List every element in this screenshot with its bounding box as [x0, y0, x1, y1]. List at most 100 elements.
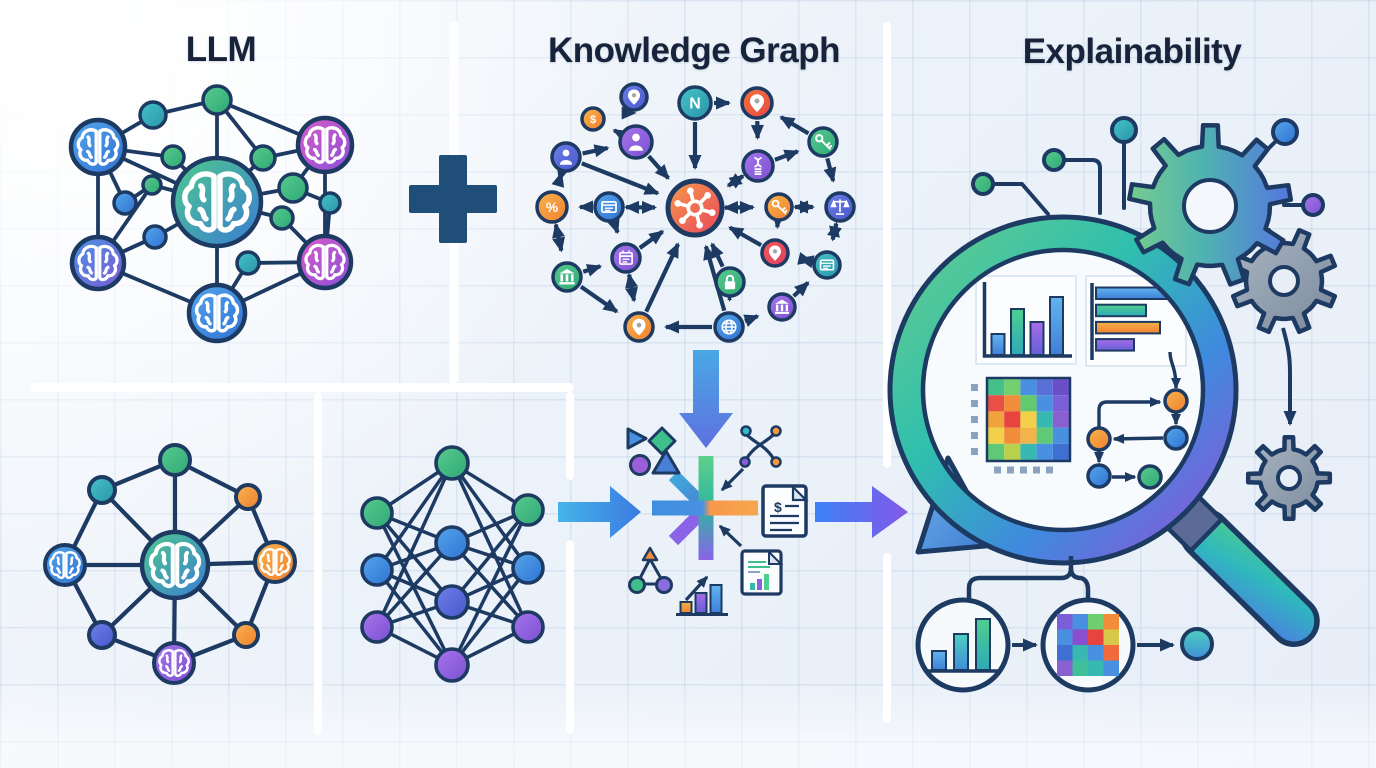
- kg-arrow: [827, 221, 842, 242]
- kg-arrow: [710, 242, 725, 268]
- heatmap-cell: [1088, 614, 1104, 630]
- heatmap-border: [985, 376, 1072, 463]
- right-arrow-icon: [558, 486, 641, 538]
- network-node: [160, 144, 186, 170]
- section-divider-lines: [30, 22, 891, 735]
- bar: [1010, 308, 1025, 356]
- flowchart-node: [1086, 426, 1112, 452]
- section-title-knowledge-graph: Knowledge Graph: [548, 31, 840, 70]
- kg-arrow: [582, 144, 610, 158]
- network-node: [360, 610, 394, 644]
- network-node: [234, 483, 262, 511]
- heatmap-tick: [971, 416, 978, 423]
- summary-connector: [966, 556, 1091, 599]
- heatmap-cell: [1072, 629, 1088, 645]
- kg-node-calendar: [610, 242, 642, 274]
- gear-hole: [1268, 265, 1300, 297]
- heatmap-cell: [1004, 427, 1021, 444]
- heatmap-cell: [1088, 629, 1104, 645]
- kg-node-card: [812, 250, 842, 280]
- lens-flowchart-nodes: [1086, 388, 1189, 490]
- heatmap-cell: [1020, 443, 1037, 460]
- heatmap-tick: [1020, 466, 1027, 474]
- heatmap-tick: [971, 432, 978, 439]
- explainability-scene: [887, 116, 1338, 693]
- bar: [1095, 320, 1161, 335]
- kg-arrow: [581, 161, 660, 196]
- summary-heatmap: [1057, 614, 1119, 676]
- inflow-arrow: [718, 524, 743, 548]
- heatmap-cell: [1020, 379, 1037, 396]
- kg-arrow: [743, 314, 760, 327]
- network-node: [87, 620, 117, 650]
- circuit-dot: [1301, 193, 1325, 217]
- heatmap-tick: [1007, 466, 1014, 474]
- network-node: [138, 100, 168, 130]
- heatmap-cell: [988, 379, 1005, 396]
- bar: [1095, 338, 1135, 352]
- heatmap-tick: [994, 466, 1001, 474]
- llm-network-graphic: [68, 84, 355, 344]
- bar: [1049, 296, 1064, 356]
- bar: [1095, 303, 1147, 318]
- network-edge: [375, 541, 454, 629]
- magnifier-rim: [890, 217, 1236, 563]
- section-title-llm: LLM: [185, 30, 257, 69]
- network-node: [142, 224, 168, 250]
- kg-arrow: [728, 225, 763, 248]
- bar: [931, 650, 947, 671]
- kg-arrow: [552, 222, 565, 253]
- kg-arrow: [774, 149, 800, 162]
- heatmap-cell: [1036, 443, 1053, 460]
- kg-arrow: [582, 264, 603, 277]
- lens-content: [971, 275, 1189, 490]
- heatmap-cell: [988, 395, 1005, 412]
- network-node: [141, 174, 163, 196]
- kg-arrow: [644, 242, 680, 313]
- bar: [990, 333, 1006, 356]
- kg-node-person: [550, 141, 582, 173]
- network-edge: [375, 512, 454, 666]
- bar: [694, 592, 708, 614]
- convergence-star-icon: [652, 456, 758, 560]
- network-node: [434, 525, 470, 561]
- growth-arrow-icon: [684, 575, 709, 602]
- kg-arrow: [779, 115, 810, 136]
- heatmap-cell: [1052, 427, 1069, 444]
- plus-icon: [409, 155, 497, 243]
- kg-arrow: [792, 281, 810, 298]
- network-node: [277, 172, 309, 204]
- heatmap-cell: [1020, 411, 1037, 428]
- network-node: [235, 250, 261, 276]
- heatmap-cell: [1088, 660, 1104, 676]
- svg-text:$: $: [774, 499, 782, 515]
- network-edge: [375, 568, 454, 667]
- gear-flow-arrow: [1281, 327, 1297, 426]
- network-node: [360, 496, 394, 530]
- kg-arrow: [607, 218, 620, 235]
- heatmap-cell: [1052, 443, 1069, 460]
- flowchart-node: [1086, 463, 1112, 489]
- heatmap-cell: [1072, 660, 1088, 676]
- percent-icon: [545, 200, 559, 215]
- heatmap-cell: [1036, 427, 1053, 444]
- heatmap-cell: [1103, 629, 1119, 645]
- heatmap-cell: [1004, 443, 1021, 460]
- summary-bar-chart: [928, 618, 998, 673]
- heatmap-tick: [1046, 466, 1053, 474]
- network-node: [318, 191, 342, 215]
- dollar-document-icon: $: [761, 484, 809, 538]
- heatmap-cell: [1004, 395, 1021, 412]
- network-node: [112, 190, 138, 216]
- heatmap-tick: [1033, 466, 1040, 474]
- circuit-dot: [1110, 116, 1138, 144]
- heatmap-cell: [1036, 411, 1053, 428]
- heatmap-tick: [971, 448, 978, 455]
- lens-flowchart-arrows: [1094, 351, 1181, 482]
- down-arrow-icon: [679, 350, 733, 448]
- network-node: [434, 647, 470, 683]
- gear-hole: [1276, 465, 1302, 491]
- heatmap-cell: [1036, 379, 1053, 396]
